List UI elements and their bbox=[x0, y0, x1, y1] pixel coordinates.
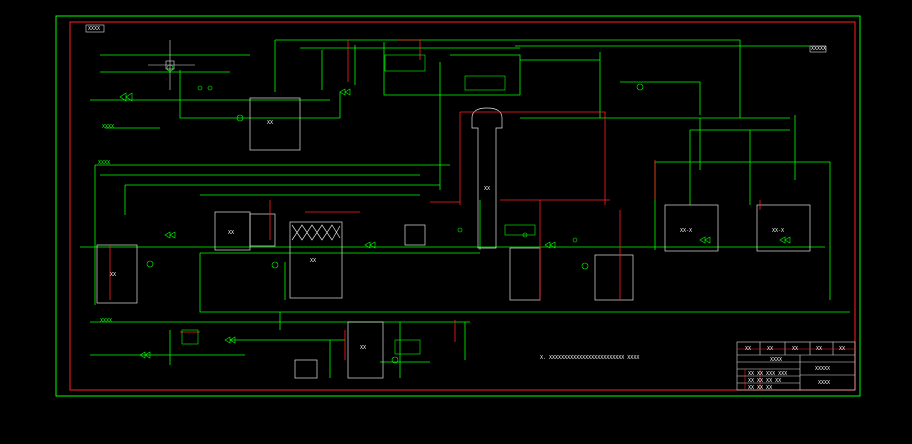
drawing-note: X. XXXXXXXXXXXXXXXXXXXXXXXXX XXXX bbox=[540, 355, 640, 361]
tank-label: XX bbox=[228, 230, 235, 236]
left-label-3: XXXX bbox=[100, 318, 113, 324]
tank-label: XX bbox=[267, 120, 274, 126]
highlight-lines bbox=[109, 39, 761, 360]
title-block-accents bbox=[737, 348, 855, 390]
outer-frame bbox=[55, 15, 861, 397]
main-process-lines bbox=[80, 39, 850, 378]
tank-product-2 bbox=[756, 204, 811, 252]
title-block bbox=[736, 341, 856, 391]
tank-label: XX bbox=[110, 272, 117, 278]
tank-right-b bbox=[594, 254, 634, 301]
title-block-cell: XX bbox=[839, 346, 846, 352]
title-block-cell: XX bbox=[792, 346, 799, 352]
title-block-row: XX XX XX bbox=[748, 385, 773, 391]
tank-small bbox=[404, 224, 426, 246]
tower bbox=[471, 107, 503, 249]
tank-reactor bbox=[289, 221, 343, 299]
inner-frame bbox=[69, 21, 856, 391]
title-block-middle: XXXX bbox=[770, 357, 783, 363]
title-block-row: XX XX XXX XXX bbox=[748, 371, 788, 377]
tank-label: XX bbox=[310, 258, 317, 264]
corner-tag: XXXX bbox=[88, 26, 101, 32]
tank-upper bbox=[249, 97, 301, 151]
tanks bbox=[96, 97, 811, 379]
tank-label: XX-X bbox=[680, 228, 693, 234]
cad-crosshair bbox=[148, 40, 195, 90]
tank-bottom-a bbox=[347, 321, 384, 379]
corner-tag-box bbox=[85, 24, 105, 33]
tank-label: XX bbox=[484, 186, 491, 192]
tank-label: XX-X bbox=[772, 228, 785, 234]
valves-and-instruments bbox=[119, 54, 791, 364]
right-tag-box bbox=[809, 45, 827, 53]
right-tag: XXXXX bbox=[811, 46, 827, 52]
tank-bottom-b bbox=[294, 359, 318, 379]
title-block-cell: XX bbox=[767, 346, 774, 352]
tank-product-1 bbox=[664, 204, 719, 252]
left-label-2: XXXX bbox=[98, 160, 111, 166]
title-block-project: XXXXX bbox=[815, 366, 831, 372]
title-block-cell: XX bbox=[816, 346, 823, 352]
title-block-row: XX XX XX XX bbox=[748, 378, 782, 384]
tank-label: XX bbox=[360, 345, 367, 351]
tank-mid-b bbox=[249, 213, 276, 247]
title-block-cell: XX bbox=[745, 346, 752, 352]
title-block-sheet: XXXX bbox=[818, 380, 831, 386]
left-label-1: XXXX bbox=[102, 124, 115, 130]
tank-left-large bbox=[96, 244, 138, 304]
